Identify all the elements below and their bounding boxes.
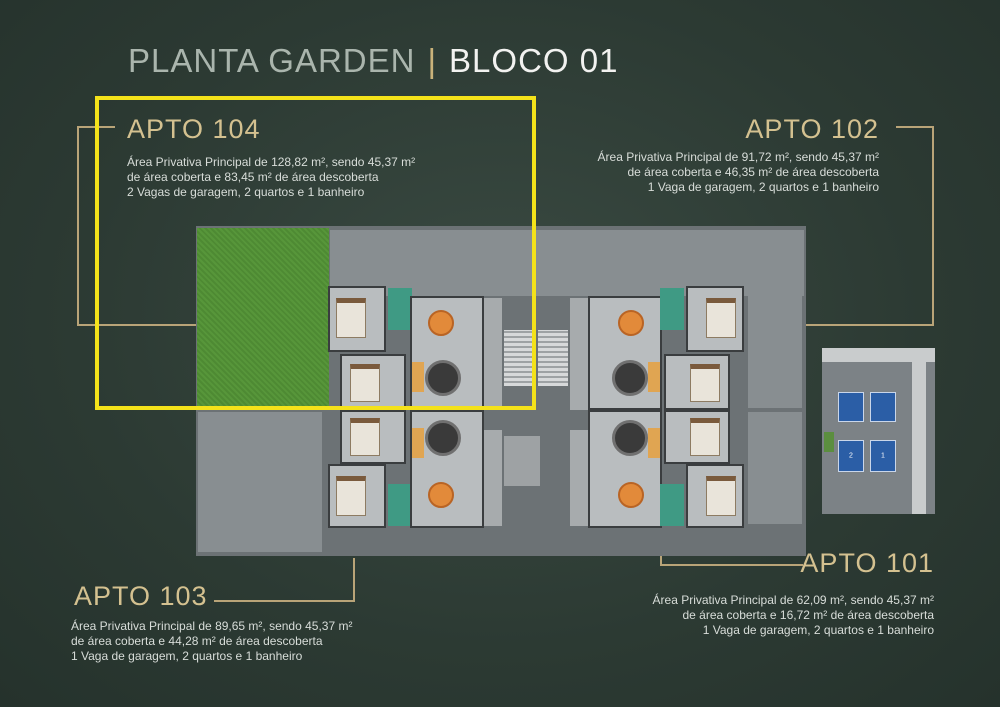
- apto-102-line-3: 1 Vaga de garagem, 2 quartos e 1 banheir…: [647, 180, 879, 194]
- title-plan: PLANTA GARDEN: [128, 42, 416, 79]
- sofa-icon: [412, 362, 424, 392]
- dining-table-icon: [428, 482, 454, 508]
- bed-icon: [706, 298, 736, 338]
- leader-line-102-t: [896, 126, 934, 128]
- leader-line-104-b: [77, 324, 196, 326]
- apto-103-line-2: de área coberta e 44,28 m² de área desco…: [71, 634, 323, 648]
- site-green: [824, 432, 834, 452]
- dining-table-icon: [618, 482, 644, 508]
- title-separator: |: [427, 42, 438, 79]
- yard-103: [198, 412, 322, 552]
- kitchen-102: [570, 298, 588, 410]
- bed-icon: [336, 298, 366, 338]
- apto-101-description: Área Privativa Principal de 62,09 m², se…: [653, 593, 934, 638]
- sofa-icon: [648, 428, 660, 458]
- site-block-upper-left: [838, 392, 864, 422]
- elevator-shaft: [504, 436, 540, 486]
- site-block-2: 2: [838, 440, 864, 472]
- apto-101-line-1: Área Privativa Principal de 62,09 m², se…: [652, 593, 934, 607]
- leader-line-104-v: [77, 126, 79, 326]
- bed-icon: [690, 364, 720, 402]
- leader-line-101-h: [660, 564, 803, 566]
- apto-101-line-2: de área coberta e 16,72 m² de área desco…: [682, 608, 935, 622]
- living-rug-icon: [425, 360, 461, 396]
- yard-101: [748, 412, 802, 524]
- bathroom-104: [388, 288, 412, 330]
- dining-table-icon: [428, 310, 454, 336]
- kitchen-103: [484, 430, 502, 526]
- apto-102-description: Área Privativa Principal de 91,72 m², se…: [598, 150, 879, 195]
- apto-103-name: APTO 103: [74, 581, 208, 611]
- apto-104-description: Área Privativa Principal de 128,82 m², s…: [127, 155, 415, 200]
- site-plan-inset: 2 1: [822, 348, 935, 514]
- bed-icon: [706, 476, 736, 516]
- bed-icon: [350, 364, 380, 402]
- apto-103-line-3: 1 Vaga de garagem, 2 quartos e 1 banheir…: [71, 649, 303, 663]
- apto-104-line-2: de área coberta e 83,45 m² de área desco…: [127, 170, 379, 184]
- kitchen-104: [484, 298, 502, 410]
- dining-table-icon: [618, 310, 644, 336]
- title-block: BLOCO 01: [449, 42, 619, 79]
- sofa-icon: [412, 428, 424, 458]
- leader-line-103-h: [214, 600, 355, 602]
- apto-102-name: APTO 102: [745, 114, 879, 144]
- parking-top: [330, 230, 804, 296]
- bathroom-101: [660, 484, 684, 526]
- kitchen-101: [570, 430, 588, 526]
- living-rug-icon: [612, 420, 648, 456]
- site-block-1: 1: [870, 440, 896, 472]
- leader-line-103-v: [353, 558, 355, 602]
- sofa-icon: [648, 362, 660, 392]
- site-block-upper-right: [870, 392, 896, 422]
- leader-line-102-v: [932, 126, 934, 326]
- bathroom-103: [388, 484, 412, 526]
- site-road: [822, 348, 935, 362]
- apto-104-highlight: [95, 96, 536, 410]
- living-rug-icon: [612, 360, 648, 396]
- staircase: [504, 330, 534, 386]
- living-rug-icon: [425, 420, 461, 456]
- page-title: PLANTA GARDEN | BLOCO 01: [128, 42, 618, 80]
- apto-102-line-1: Área Privativa Principal de 91,72 m², se…: [597, 150, 879, 164]
- apto-101-name: APTO 101: [800, 548, 934, 578]
- yard-102: [748, 290, 802, 408]
- site-block-label: 1: [881, 452, 885, 460]
- apto-101-line-3: 1 Vaga de garagem, 2 quartos e 1 banheir…: [702, 623, 934, 637]
- apto-102-line-2: de área coberta e 46,35 m² de área desco…: [627, 165, 880, 179]
- bed-icon: [690, 418, 720, 456]
- apto-104-line-3: 2 Vagas de garagem, 2 quartos e 1 banhei…: [127, 185, 365, 199]
- bathroom-102: [660, 288, 684, 330]
- site-road: [912, 348, 926, 514]
- staircase: [538, 330, 568, 386]
- bed-icon: [350, 418, 380, 456]
- site-block-label: 2: [849, 452, 853, 460]
- garden-lawn-104: [197, 228, 329, 408]
- apto-103-line-1: Área Privativa Principal de 89,65 m², se…: [71, 619, 353, 633]
- apto-104-name: APTO 104: [127, 114, 261, 144]
- leader-line-102-b: [806, 324, 934, 326]
- bed-icon: [336, 476, 366, 516]
- apto-104-line-1: Área Privativa Principal de 128,82 m², s…: [127, 155, 416, 169]
- apto-103-description: Área Privativa Principal de 89,65 m², se…: [71, 619, 352, 664]
